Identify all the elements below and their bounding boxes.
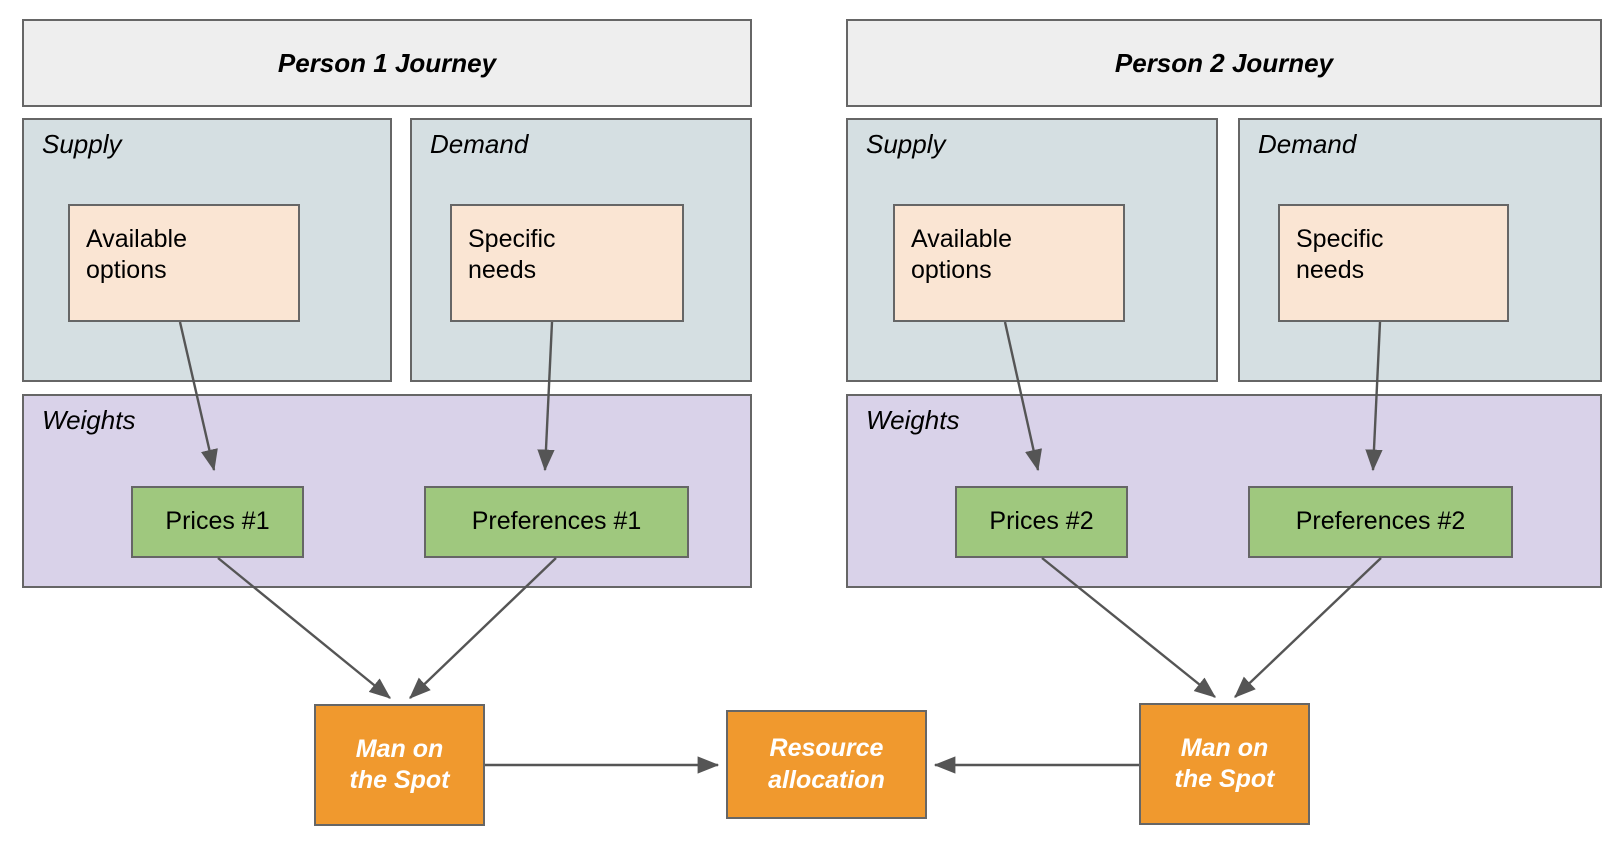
- person1-available-options-node[interactable]: Available options: [68, 204, 300, 322]
- person2-specific-needs-node[interactable]: Specific needs: [1278, 204, 1509, 322]
- person1-demand-label: Demand: [430, 129, 529, 159]
- person2-preferences-node[interactable]: Preferences #2: [1248, 486, 1513, 558]
- person1-supply-label: Supply: [42, 129, 122, 159]
- person2-preferences-label: Preferences #2: [1295, 507, 1466, 536]
- person1-journey-header-label: Person 1 Journey: [277, 47, 497, 78]
- person1-preferences-node[interactable]: Preferences #1: [424, 486, 689, 558]
- person2-prices-node[interactable]: Prices #2: [955, 486, 1128, 558]
- person2-man-on-the-spot-node[interactable]: Man on the Spot: [1139, 703, 1310, 825]
- person2-journey-header-label: Person 2 Journey: [1114, 47, 1334, 78]
- person2-available-options-node[interactable]: Available options: [893, 204, 1125, 322]
- person1-preferences-label: Preferences #1: [471, 507, 642, 536]
- person2-weights-label: Weights: [866, 405, 960, 435]
- person1-prices-label: Prices #1: [165, 507, 270, 536]
- person1-prices-node[interactable]: Prices #1: [131, 486, 304, 558]
- person2-specific-needs-label: Specific needs: [1296, 225, 1384, 285]
- person1-specific-needs-label: Specific needs: [468, 225, 556, 285]
- person2-journey-header: Person 2 Journey: [846, 19, 1602, 107]
- person1-man-on-the-spot-label: Man on the Spot: [349, 734, 450, 794]
- person2-demand-label: Demand: [1258, 129, 1357, 159]
- resource-allocation-node[interactable]: Resource allocation: [726, 710, 927, 819]
- person1-available-options-label: Available options: [86, 225, 188, 285]
- person1-specific-needs-node[interactable]: Specific needs: [450, 204, 684, 322]
- person2-man-on-the-spot-label: Man on the Spot: [1174, 733, 1275, 793]
- person2-supply-label: Supply: [866, 129, 946, 159]
- person2-available-options-label: Available options: [911, 225, 1013, 285]
- person2-prices-label: Prices #2: [989, 507, 1094, 536]
- person1-weights-label: Weights: [42, 405, 136, 435]
- resource-allocation-label: Resource allocation: [768, 734, 885, 794]
- person1-journey-header: Person 1 Journey: [22, 19, 752, 107]
- person1-man-on-the-spot-node[interactable]: Man on the Spot: [314, 704, 485, 826]
